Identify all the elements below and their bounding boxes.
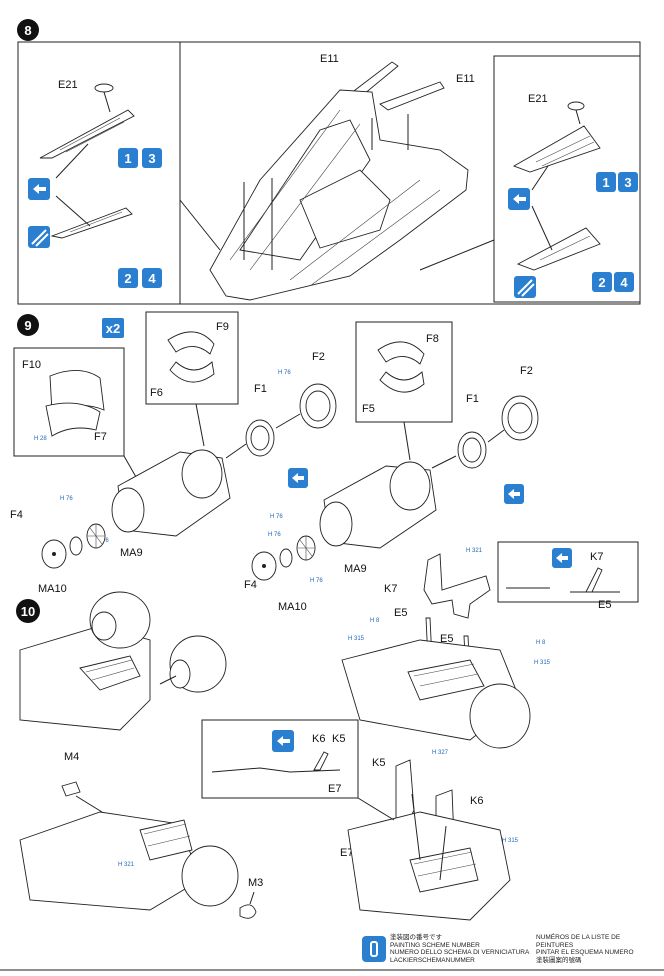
label-parts-K6_a: K6	[312, 733, 325, 745]
legend-right: NUMÉROS DE LA LISTE DE PEINTURES PINTAR …	[536, 934, 634, 964]
legend: 塗装図の番号です PAINTING SCHEME NUMBER NUMERO D…	[358, 934, 658, 974]
label-paint-h76_e: H 76	[268, 532, 281, 538]
option-badge-4-left	[142, 268, 162, 288]
step10-number: 10	[21, 604, 35, 619]
label-options-o4: 4	[620, 275, 628, 290]
step10-detail-K7	[497, 541, 639, 603]
label-paint-h8_b: H 8	[536, 640, 546, 646]
step10-badge	[16, 599, 40, 623]
step8-number: 8	[24, 23, 31, 38]
part-E11-b	[379, 81, 445, 111]
label-options-o3: 3	[148, 151, 155, 166]
part-MA10-a	[69, 536, 83, 556]
label-paint-h76_f: H 76	[310, 578, 323, 584]
option-badge-3-left	[142, 148, 162, 168]
part-M3	[239, 904, 257, 919]
part-K7-a	[423, 553, 491, 619]
option-badge-1-right	[596, 172, 616, 192]
label-parts-K6_b: K6	[470, 795, 483, 807]
label-parts-F5: F5	[362, 403, 375, 415]
label-options-o2: 2	[124, 271, 131, 286]
label-parts-E7_a: E7	[328, 783, 341, 795]
label-parts-F7: F7	[94, 431, 107, 443]
label-parts-K7_b: K7	[590, 551, 603, 563]
label-parts-MA9_a: MA9	[120, 547, 143, 559]
label-parts-MA9_b: MA9	[344, 563, 367, 575]
label-paint-h315_a: H 315	[348, 636, 365, 642]
part-label-E11-b: E11	[456, 73, 475, 85]
label-paint-h315_b: H 315	[534, 660, 551, 666]
label-paint-h315_c: H 315	[502, 838, 519, 844]
label-paint-h327_a: H 327	[432, 750, 449, 756]
step9-detail-F10	[13, 347, 125, 457]
label-parts-K5_a: K5	[332, 733, 345, 745]
label-options-o4: 4	[148, 271, 156, 286]
label-parts-E7_b: E7	[340, 847, 353, 859]
label-parts-M3: M3	[248, 877, 263, 889]
wing-tip-upper-left	[39, 109, 135, 159]
multiplier-badge	[102, 318, 124, 338]
step8-detail-right	[493, 55, 641, 303]
step8-badge	[17, 19, 39, 41]
option-badge-1-left	[118, 148, 138, 168]
part-label-E21-right: E21	[528, 93, 548, 105]
option-badge-2-left	[118, 268, 138, 288]
label-options-o1: 1	[602, 175, 609, 190]
label-options-o1: 1	[124, 151, 131, 166]
label-paint-h76_b: H 76	[60, 496, 73, 502]
label-parts-E5_c: E5	[598, 599, 611, 611]
label-paint-h321_b: H 321	[118, 862, 135, 868]
label-parts-K5_b: K5	[372, 757, 385, 769]
step10-detail-K6	[201, 719, 359, 799]
label-paint-h8_a: H 8	[370, 618, 380, 624]
label-parts-MA10_b: MA10	[278, 601, 307, 613]
label-parts-F4_b: F4	[244, 579, 257, 591]
label-paint-h321_a: H 321	[466, 548, 483, 554]
label-parts-F1_a: F1	[254, 383, 267, 395]
part-label-E11-a: E11	[320, 53, 339, 65]
label-parts-M4: M4	[64, 751, 79, 763]
legend-left: 塗装図の番号です PAINTING SCHEME NUMBER NUMERO D…	[390, 934, 530, 964]
label-parts-K7_a: K7	[384, 583, 397, 595]
label-parts-E5_b: E5	[440, 633, 453, 645]
label-parts-MA10_a: MA10	[38, 583, 67, 595]
step9-badge	[17, 314, 39, 336]
step9-number: 9	[24, 318, 31, 333]
label-parts-F4_a: F4	[10, 509, 23, 521]
label-options-o2: 2	[598, 275, 605, 290]
label-parts-F8: F8	[426, 333, 439, 345]
label-options-o3: 3	[624, 175, 631, 190]
label-paint-h76_d: H 76	[270, 514, 283, 520]
label-parts-F10: F10	[22, 359, 41, 371]
label-parts-F9: F9	[216, 321, 229, 333]
label-parts-F6: F6	[150, 387, 163, 399]
step8-detail-left	[17, 41, 181, 305]
label-parts-F1_b: F1	[466, 393, 479, 405]
option-badge-2-right	[592, 272, 612, 292]
part-M4	[61, 781, 81, 797]
label-parts-E5_a: E5	[394, 607, 407, 619]
part-label-E21-left: E21	[58, 79, 78, 91]
label-parts-F2_b: F2	[520, 365, 533, 377]
option-badge-4-right	[614, 272, 634, 292]
step9-detail-F9	[145, 311, 239, 405]
option-badge-3-right	[618, 172, 638, 192]
painting-scheme-icon	[362, 936, 386, 962]
label-paint-h28_a: H 28	[34, 436, 47, 442]
multiplier-text: x2	[106, 321, 120, 336]
label-paint-h76_a: H 76	[278, 370, 291, 376]
part-MA10-b	[279, 548, 293, 568]
label-parts-F2_a: F2	[312, 351, 325, 363]
part-E21-left	[94, 83, 114, 93]
